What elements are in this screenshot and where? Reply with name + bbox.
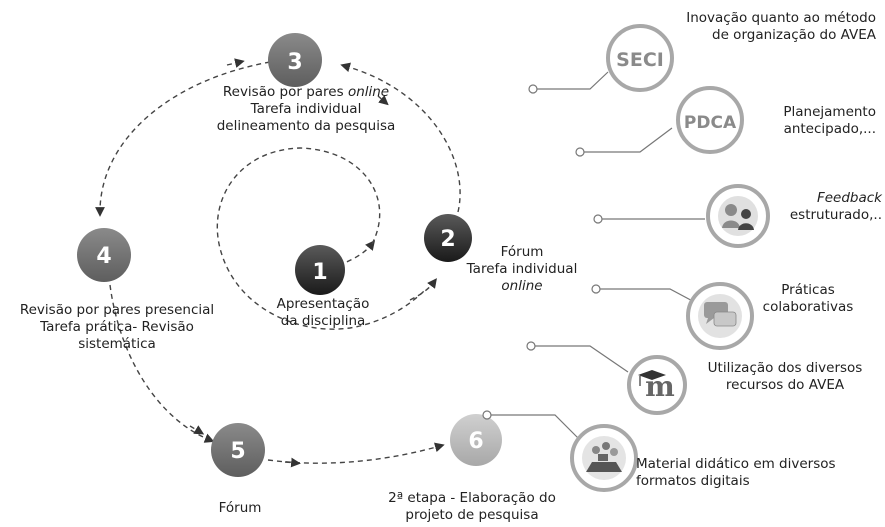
feature-connectors [482,71,705,441]
step-2-circle: 2 [424,214,472,262]
arrow-4-to-5 [109,284,215,443]
feature-moodle-label: Utilização dos diversos recursos do AVEA [707,360,863,393]
feature-collab-label: Práticas colaborativas [762,282,854,315]
step-4-label: Revisão por pares presencial Tarefa prát… [19,302,215,352]
step-2-number: 2 [440,227,455,252]
step-2-label: Fórum Tarefa individual online [466,244,578,294]
digital-material-icon [570,424,638,492]
arrow-2-to-3 [340,62,461,213]
moodle-icon: m [627,355,687,415]
arrow-into-2 [409,278,437,301]
step-3-label: Revisão por pares online Tarefa individu… [216,84,396,134]
svg-text:PDCA: PDCA [684,113,737,133]
step-1-circle: 1 [295,245,345,295]
step-5-label: Fórum [218,500,262,516]
step-3-circle: 3 [268,33,322,87]
step-1-label: Apresentação da disciplina [276,296,370,329]
inner-loop [216,147,426,330]
pdca-badge: PDCA [676,86,744,154]
feature-feedback-label: Feedback estruturado,.. [789,190,882,223]
step-3-number: 3 [287,50,302,75]
step-4-circle: 4 [77,228,131,282]
step-4-number: 4 [96,244,111,269]
spiral-path [95,58,461,468]
step-6-circle: 6 [450,414,502,466]
feature-pdca-label: Planejamento antecipado,... [783,104,876,137]
step-1-number: 1 [312,260,327,285]
svg-text:SECI: SECI [616,49,664,71]
feedback-people-icon [706,184,770,248]
chat-bubbles-icon [686,282,754,350]
feature-seci-label: Inovação quanto ao método de organização… [686,10,876,43]
arrow-5-to-6 [267,442,445,464]
arrow-3-to-4 [95,61,271,217]
seci-badge: SECI [606,24,674,92]
step-6-label: 2ª etapa - Elaboração do projeto de pesq… [388,490,556,523]
feature-material-label: Material didático em diversos formatos d… [636,456,836,489]
step-5-number: 5 [230,439,245,464]
step-5-circle: 5 [211,423,265,477]
step-6-number: 6 [468,429,483,454]
